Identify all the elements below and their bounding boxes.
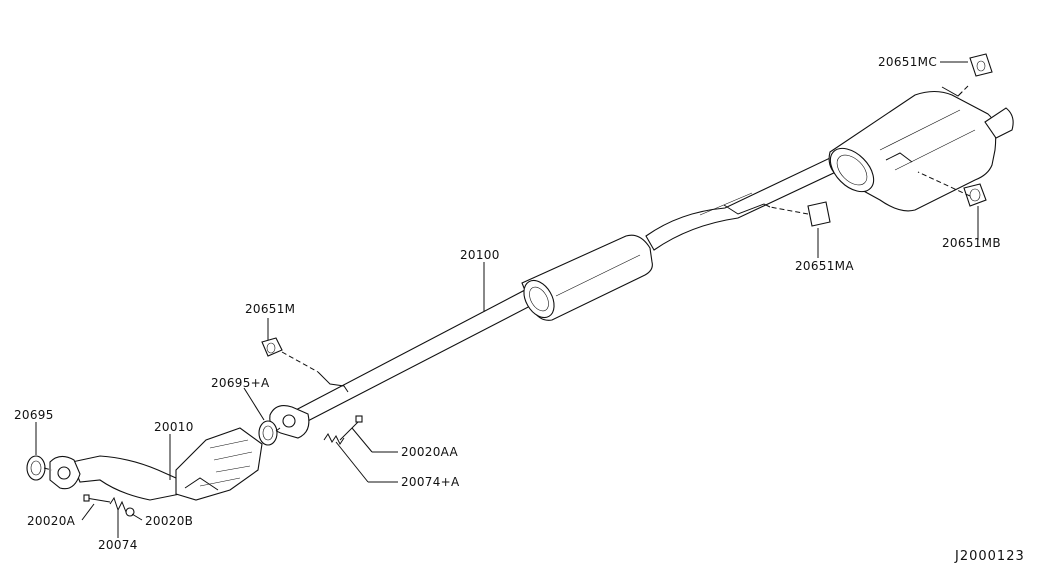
callout-20651mb: 20651MB [942, 236, 1001, 250]
bolt-20020aa [339, 415, 363, 441]
mounting-rubber-20651mc [969, 53, 993, 77]
callout-20695: 20695 [14, 408, 54, 422]
mounting-rubber-20651m [261, 337, 283, 357]
callout-20695a: 20695+A [211, 376, 270, 390]
rear-muffler [828, 86, 1014, 212]
spring-20074 [109, 496, 127, 513]
spring-20074a [323, 433, 345, 445]
gasket-20695 [26, 455, 46, 481]
drawing-number: J2000123 [954, 549, 1025, 564]
assembly-lines [43, 85, 971, 471]
callout-20651mc: 20651MC [878, 55, 937, 69]
callout-20074: 20074 [98, 538, 138, 552]
callout-20651ma: 20651MA [795, 259, 854, 273]
mounting-rubber-20651ma [807, 201, 831, 227]
mounting-rubber-20651mb [963, 183, 987, 207]
leader-lines [35, 61, 979, 538]
callout-20074a: 20074+A [401, 475, 460, 489]
callout-20020aa: 20020AA [401, 445, 459, 459]
catalytic-converter [49, 427, 263, 501]
callout-20020b: 20020B [145, 514, 193, 528]
gasket-20695a [258, 420, 278, 446]
bolt-20020a [83, 494, 111, 503]
callout-20651m: 20651M [245, 302, 295, 316]
callout-20010: 20010 [154, 420, 194, 434]
callout-20100: 20100 [460, 248, 500, 262]
center-exhaust-pipe [269, 157, 841, 439]
callout-20020a: 20020A [27, 514, 76, 528]
